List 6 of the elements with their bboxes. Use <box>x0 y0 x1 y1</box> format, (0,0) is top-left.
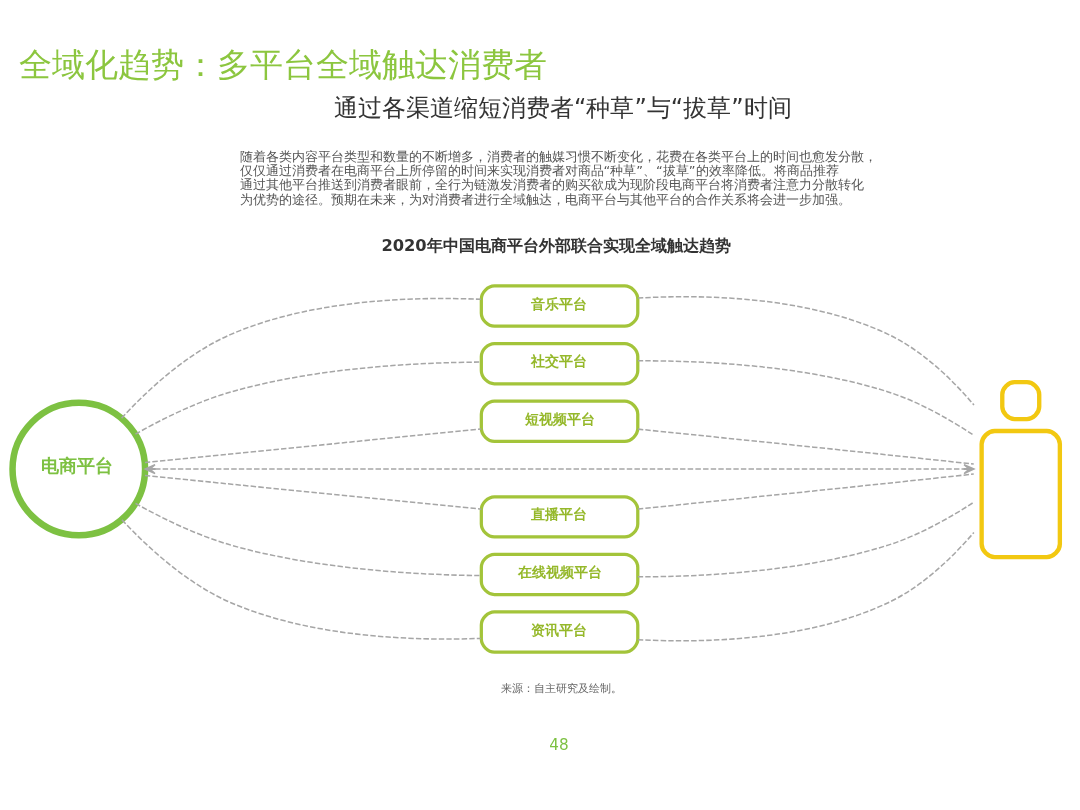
diagram-title: 全域化趋势：多平台全域触达消费者 <box>18 45 547 84</box>
label: 随着各类内容平台类型和数量的不断增多，消费者的触媒习惯不断变化，花费在各类平台上的时间也愈发分散，仅仅通过消费者在电商平台上所停留的时间来实现消费者对商品“种草”、“拔草”的效率降低。将商品推荐通过其他平台推送到消费者眼前，全行为链激发消费者的购买欲成为现阶段电商平台将消费者注意力分散转化为优势的途径。预期在未来，为对消费者进行全域触达，电商平台与其他平台的合作关系将会进一步加强。 <box>239 148 877 207</box>
label: 通过各渠道缩短消费者“种草”与“拔草”时间 <box>334 93 792 122</box>
label: 48 <box>549 735 569 754</box>
label: 来源：自主研究及绘制。 <box>500 681 622 695</box>
label: 2020年中国电商平台外部联合实现全域触达趋势 <box>381 235 731 255</box>
